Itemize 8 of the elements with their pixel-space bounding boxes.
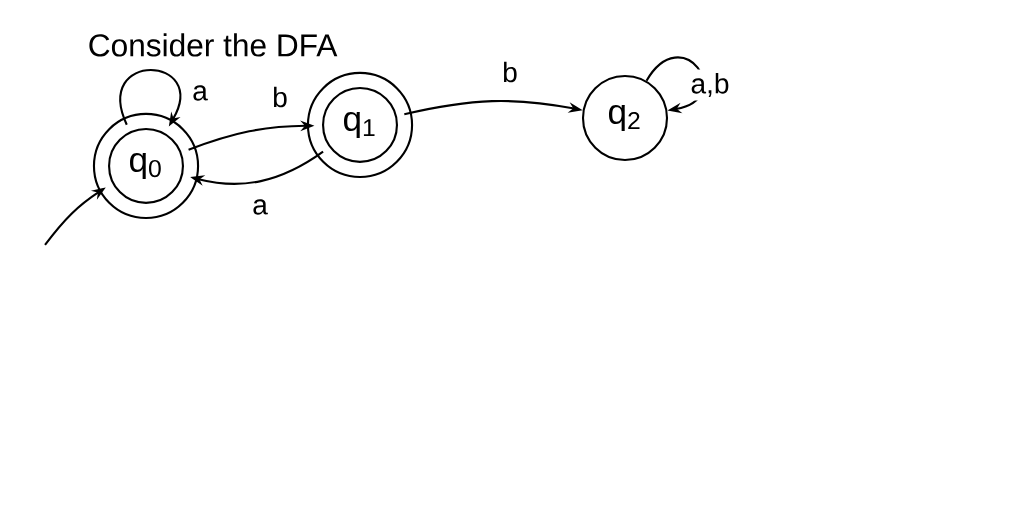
title: Consider the DFA (89, 33, 338, 57)
edge-label: a,b (686, 69, 734, 101)
edge-label: b (498, 58, 522, 86)
edge-label: a (248, 195, 272, 219)
edge-label: b (268, 83, 292, 111)
edge-label: a (188, 81, 212, 105)
accepting-state: q$_{1}$ (306, 71, 414, 179)
accepting-state: q$_{0}$ (92, 112, 200, 220)
